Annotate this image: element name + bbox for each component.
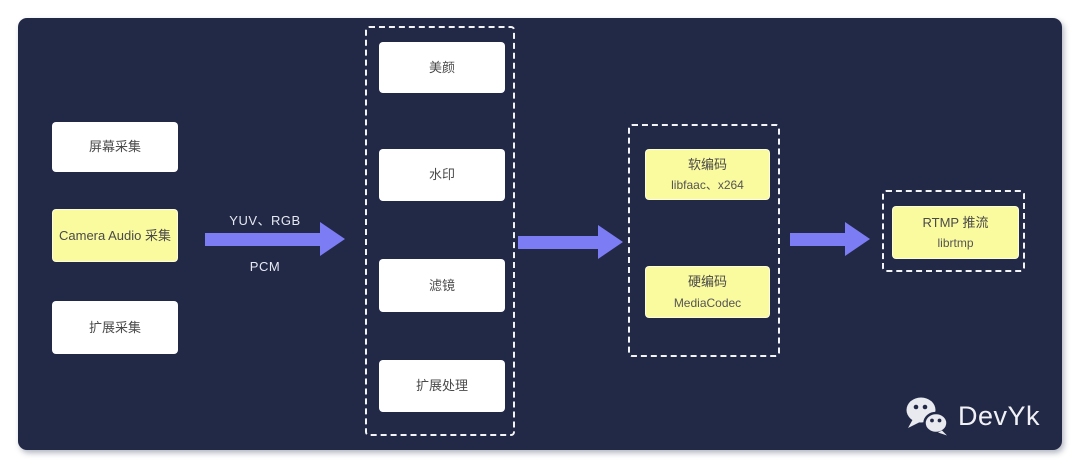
group-output: RTMP 推流 librtmp (882, 190, 1025, 272)
arrow-capture-to-processing (205, 222, 345, 256)
arrow-head-icon (320, 222, 345, 256)
wechat-icon (906, 397, 949, 436)
node-watermark: 水印 (379, 149, 505, 201)
arrow-processing-to-encoding (518, 225, 623, 259)
node-beauty: 美颜 (379, 42, 505, 93)
node-subtitle: libfaac、x264 (671, 178, 744, 193)
node-label: 水印 (428, 167, 455, 183)
node-extend-capture: 扩展采集 (52, 301, 178, 354)
node-label: 扩展处理 (415, 378, 468, 394)
node-camera-audio-capture: Camera Audio 采集 (52, 209, 178, 262)
node-label: 滤镜 (428, 277, 455, 293)
node-title: 硬编码 (687, 274, 727, 289)
node-title: RTMP 推流 (922, 214, 989, 230)
node-filter: 滤镜 (379, 259, 505, 312)
group-encoding: 软编码 libfaac、x264 硬编码 MediaCodec (628, 124, 780, 357)
node-hard-encoder: 硬编码 MediaCodec (645, 266, 770, 318)
node-rtmp-push: RTMP 推流 librtmp (892, 206, 1019, 259)
brand-name: DevYk (957, 400, 1040, 431)
arrow-head-icon (845, 222, 870, 256)
node-label: 扩展采集 (88, 319, 141, 335)
flow-label-pcm: PCM (249, 259, 281, 274)
flow-label-yuv-rgb: YUV、RGB (229, 213, 301, 228)
node-subtitle: librtmp (937, 236, 974, 251)
diagram-panel: 屏幕采集 Camera Audio 采集 扩展采集 YUV、RGB PCM 美颜… (18, 18, 1062, 450)
node-extend-processing: 扩展处理 (379, 360, 505, 412)
node-title: 软编码 (687, 156, 727, 172)
arrow-shaft (205, 232, 320, 246)
arrow-encoding-to-output (790, 222, 870, 256)
node-label: 美颜 (428, 59, 455, 75)
arrow-head-icon (598, 225, 623, 259)
arrow-shaft (790, 232, 845, 246)
node-label: 屏幕采集 (88, 139, 141, 155)
node-screen-capture: 屏幕采集 (52, 122, 178, 172)
brand-mark: DevYk (904, 396, 1040, 436)
group-processing: 美颜 水印 滤镜 扩展处理 (365, 26, 515, 436)
node-label: Camera Audio 采集 (59, 227, 171, 243)
node-subtitle: MediaCodec (673, 295, 742, 310)
node-soft-encoder: 软编码 libfaac、x264 (645, 149, 770, 200)
arrow-shaft (518, 235, 598, 249)
